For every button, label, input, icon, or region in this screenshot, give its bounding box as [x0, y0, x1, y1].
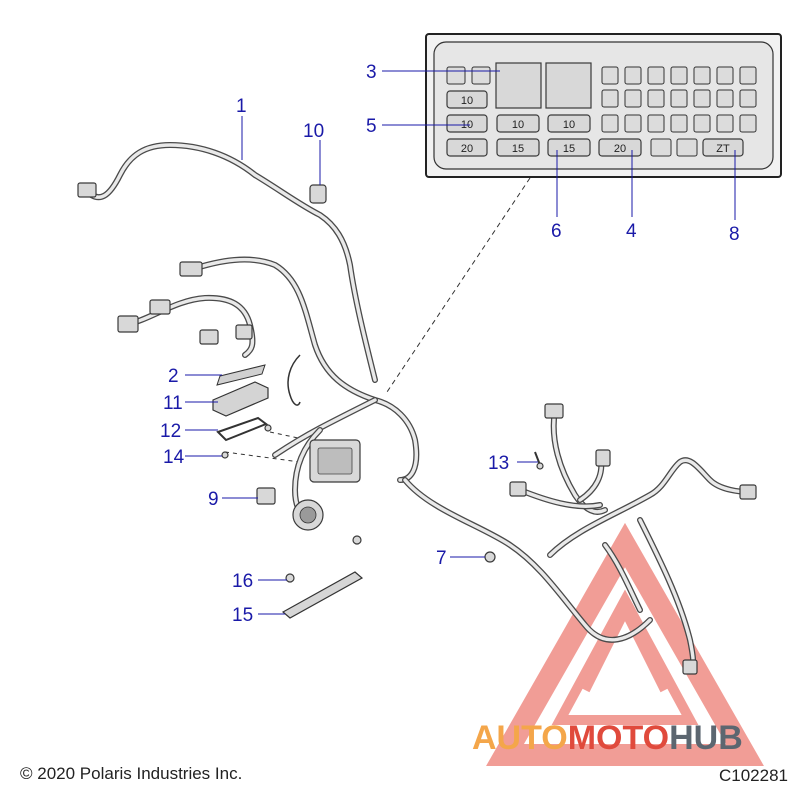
callout-15: 15 [232, 605, 253, 626]
leader-lines [185, 70, 736, 615]
mini-fuse [670, 89, 688, 108]
screw [221, 451, 229, 459]
mini-fuse [716, 66, 734, 85]
mini-fuse [647, 89, 665, 108]
gasket [216, 416, 269, 442]
mini-fuse [647, 66, 665, 85]
connector [179, 261, 203, 277]
watermark-hub: HUB [669, 719, 743, 757]
small-clip [352, 535, 362, 545]
fuse-15-a: 15 [496, 138, 540, 157]
fuse-label: 10 [512, 119, 524, 131]
fuse-label: 15 [512, 143, 524, 155]
callout-14: 14 [163, 447, 185, 468]
callout-6: 6 [551, 221, 562, 242]
connector [77, 182, 97, 198]
relay-block-right [545, 62, 592, 109]
mini-fuse [471, 66, 491, 85]
mini-fuse [446, 66, 466, 85]
connector [509, 481, 527, 497]
bracket [281, 571, 364, 619]
mini-fuse [693, 114, 711, 133]
fuse-10-a: 10 [446, 90, 488, 109]
callout-10: 10 [303, 121, 324, 142]
callout-1: 1 [236, 96, 247, 117]
diagram-code: C102281 [718, 766, 788, 785]
callout-11: 11 [163, 393, 183, 414]
fuse-label: ZT [716, 143, 730, 155]
callout-4: 4 [626, 221, 637, 242]
copyright-text: © 2020 Polaris Industries Inc. [20, 764, 243, 783]
fuse-label: 10 [461, 95, 473, 107]
fuse-20-b: 20 [598, 138, 642, 157]
callout-13: 13 [488, 453, 509, 474]
connector [149, 299, 171, 315]
small-clip [285, 573, 295, 583]
fuse-box-detail: 10 10 10 10 20 15 15 20 [425, 33, 782, 178]
connector [235, 324, 253, 340]
mini-fuse [739, 66, 757, 85]
mini-fuse [716, 89, 734, 108]
callout-3: 3 [366, 62, 377, 83]
fuse-10-b: 10 [446, 114, 488, 133]
mini-fuse [601, 89, 619, 108]
grommet [309, 184, 327, 204]
callout-12: 12 [160, 421, 181, 442]
callout-5: 5 [366, 116, 377, 137]
fuse-label: 10 [563, 119, 575, 131]
callout-8: 8 [729, 224, 740, 245]
screw [264, 424, 272, 432]
fuse-20-a: 20 [446, 138, 488, 157]
watermark-auto: AUTO [472, 719, 568, 757]
fuse-15-b: 15 [547, 138, 591, 157]
fuse-box-cover [212, 381, 269, 417]
fuse-10-d: 10 [547, 114, 591, 133]
mini-fuse [650, 138, 672, 157]
connector [739, 484, 757, 500]
connector [595, 449, 611, 467]
push-clip [484, 551, 496, 563]
secondary-wiring-harness [402, 403, 757, 675]
watermark-moto: MOTO [568, 719, 669, 757]
callout-16: 16 [232, 571, 253, 592]
connector [544, 403, 564, 419]
mini-fuse [624, 114, 642, 133]
relay-block-left [495, 62, 542, 109]
callout-7: 7 [436, 548, 447, 569]
main-wiring-harness [77, 142, 420, 531]
mini-fuse [601, 66, 619, 85]
label-strip [216, 364, 266, 386]
mini-fuse-grid [446, 66, 757, 157]
fuse-label: 15 [563, 143, 575, 155]
fuse-10-c: 10 [496, 114, 540, 133]
callout-2: 2 [168, 366, 179, 387]
watermark-logo [486, 522, 764, 766]
mini-fuse [676, 138, 698, 157]
mini-fuse [670, 114, 688, 133]
mini-fuse [739, 114, 757, 133]
mini-fuse [716, 114, 734, 133]
mini-fuse [624, 66, 642, 85]
projection-line [224, 451, 301, 463]
projection-line [384, 177, 531, 396]
mini-fuse [739, 89, 757, 108]
mini-fuse [601, 114, 619, 133]
mini-fuse [647, 114, 665, 133]
mini-fuse [693, 66, 711, 85]
fuse-zt: ZT [702, 138, 744, 157]
watermark-text: AUTOMOTOHUB [472, 719, 743, 757]
connector [199, 329, 219, 345]
connector [117, 315, 139, 333]
relay [256, 487, 276, 505]
fuse-label: 20 [461, 143, 473, 155]
mini-fuse [693, 89, 711, 108]
callout-9: 9 [208, 489, 219, 510]
connector [682, 659, 698, 675]
mini-fuse [670, 66, 688, 85]
fuse-label: 20 [614, 143, 626, 155]
mini-fuse [624, 89, 642, 108]
